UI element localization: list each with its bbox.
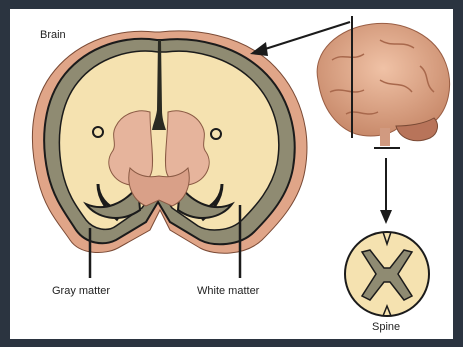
side-brain-body	[317, 23, 449, 136]
gray-matter-label: Gray matter	[52, 285, 110, 297]
spine-cross-section	[345, 232, 429, 316]
spine-label: Spine	[372, 321, 400, 333]
brainstem	[380, 128, 390, 146]
coronal-brain-section	[32, 31, 307, 253]
right-ventricle-circle	[211, 129, 221, 139]
brain-label: Brain	[40, 29, 66, 41]
left-ventricle-circle	[93, 127, 103, 137]
white-matter-label: White matter	[197, 285, 260, 297]
side-view-brain	[317, 23, 449, 146]
spine-arrow	[380, 158, 392, 224]
